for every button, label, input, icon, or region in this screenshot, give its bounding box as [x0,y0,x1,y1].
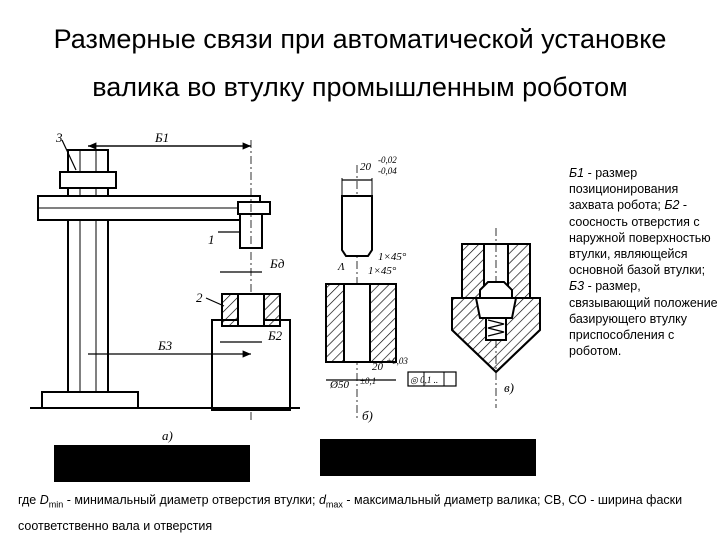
tolerance-frame: ◎ 0,1 .. [410,375,438,385]
desc-b1-symbol: Б1 [569,166,585,180]
desc-b3-text: - размер, связывающий положение базирующ… [569,279,718,359]
label-3: 3 [55,130,63,145]
desc-b2-text: - соосность отверстия с наружной поверхн… [569,198,711,278]
chamfer-1: 1×45° [378,251,407,263]
label-bd: Бд [269,256,285,271]
label-1: 1 [208,232,215,247]
label-b3: Б3 [157,338,173,353]
slide-title-line-2: валика во втулку промышленным роботом [92,72,628,102]
label-fig-v: в) [504,380,514,395]
figure-a-robot [30,139,300,420]
footer-dmax-sub: max [325,499,343,510]
description-text: Б1 - размер позиционирования захвата роб… [569,165,719,359]
dim-50: Ø50 [329,379,349,391]
label-lambda: Λ [337,261,345,273]
desc-b1-text: - размер позиционирования захвата робота… [569,166,679,213]
black-redaction-box-right [320,439,536,476]
desc-b2-symbol: Б2 [664,198,680,213]
dim-20-tol-top: -0,02 [378,155,397,165]
label-fig-b: б) [362,408,373,423]
dim-hole-tol: +0,03 [386,356,408,366]
footer-dmin: D [39,493,49,507]
footer-dmax: d [318,493,326,507]
figure-b-shaft-bushing [325,165,457,420]
label-fig-a: а) [162,428,173,443]
label-2: 2 [196,290,203,305]
label-b1: Б1 [154,130,169,145]
dim-20-tol-bottom: -0,04 [378,166,397,176]
dim-20: 20 [360,161,372,173]
footer-part-2: - минимальный диаметр отверстия втулки; [63,493,319,507]
slide-title-line-1: Размерные связи при автоматической устан… [53,24,667,54]
footer-part-3: - максимальный диаметр валика; СВ, СО - … [18,493,683,533]
footer-part-1: где [18,493,40,507]
chamfer-2: 1×45° [368,265,397,277]
dim-50-tol: ±0,1 [360,376,376,386]
label-b2: Б2 [267,328,283,343]
black-redaction-box-left [54,445,250,482]
footer-dmin-sub: min [48,499,64,510]
dim-hole-20: 20 [372,361,384,373]
footer-text: где Dmin - минимальный диаметр отверстия… [18,490,718,537]
figure-v-gripper-detail [451,228,541,408]
desc-b3-symbol: Б3 [569,279,585,294]
